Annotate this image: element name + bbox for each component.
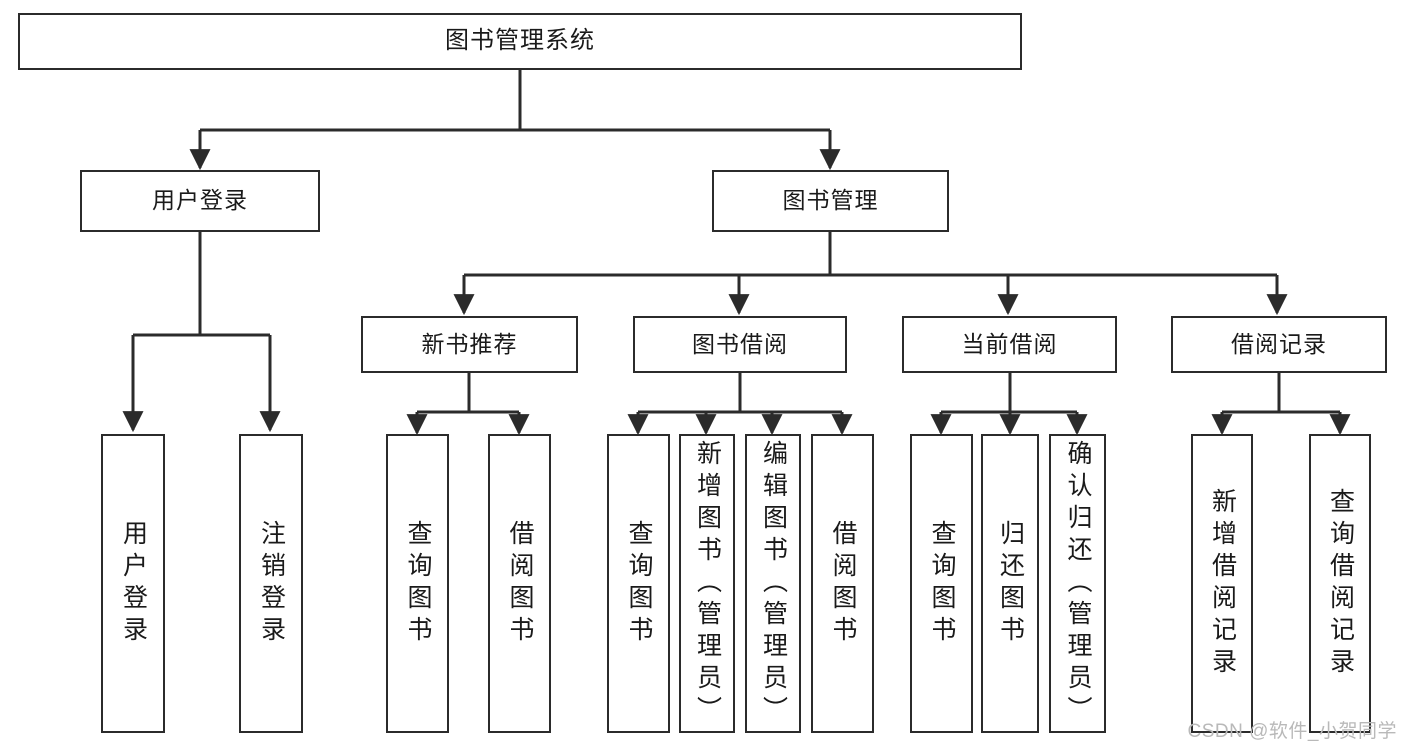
leaf-query-book-current[interactable]: 查询图书: [910, 434, 973, 733]
node-book-management[interactable]: 图书管理: [712, 170, 949, 232]
node-label: 借阅图书: [829, 519, 857, 648]
node-label: 图书管理系统: [445, 27, 595, 55]
leaf-user-login[interactable]: 用户登录: [101, 434, 165, 733]
node-label: 编辑图书（管理员）: [759, 439, 788, 728]
leaf-add-book-admin[interactable]: 新增图书（管理员）: [679, 434, 735, 733]
csdn-watermark: CSDN @软件_小贺同学: [1187, 721, 1397, 742]
node-label: 用户登录: [152, 187, 248, 214]
node-current-borrow[interactable]: 当前借阅: [902, 316, 1117, 373]
leaf-borrow-book[interactable]: 借阅图书: [811, 434, 874, 733]
node-label: 查询借阅记录: [1326, 487, 1355, 680]
node-root-book-management-system[interactable]: 图书管理系统: [18, 13, 1022, 70]
node-label: 确认归还（管理员）: [1064, 439, 1092, 728]
node-label: 借阅记录: [1231, 330, 1327, 357]
node-label: 查询图书: [404, 519, 432, 648]
node-label: 用户登录: [119, 519, 148, 648]
leaf-edit-book-admin[interactable]: 编辑图书（管理员）: [745, 434, 801, 733]
node-label: 借阅图书: [506, 519, 534, 648]
leaf-add-borrow-record[interactable]: 新增借阅记录: [1191, 434, 1253, 733]
node-label: 查询图书: [928, 519, 956, 648]
node-label: 新书推荐: [421, 330, 518, 357]
leaf-user-logout[interactable]: 注销登录: [239, 434, 303, 733]
node-user-login[interactable]: 用户登录: [80, 170, 320, 232]
leaf-query-book-recommend[interactable]: 查询图书: [386, 434, 449, 733]
leaf-query-borrow-record[interactable]: 查询借阅记录: [1309, 434, 1371, 733]
leaf-confirm-return-admin[interactable]: 确认归还（管理员）: [1049, 434, 1106, 733]
node-label: 图书管理: [782, 187, 879, 214]
node-label: 图书借阅: [692, 330, 788, 357]
node-book-borrow[interactable]: 图书借阅: [633, 316, 847, 373]
leaf-return-book[interactable]: 归还图书: [981, 434, 1039, 733]
node-borrow-record[interactable]: 借阅记录: [1171, 316, 1387, 373]
node-label: 查询图书: [625, 519, 653, 648]
node-label: 新增借阅记录: [1208, 487, 1237, 680]
leaf-borrow-book-recommend[interactable]: 借阅图书: [488, 434, 551, 733]
node-label: 当前借阅: [961, 330, 1058, 357]
node-new-book-recommend[interactable]: 新书推荐: [361, 316, 578, 373]
node-label: 归还图书: [996, 519, 1025, 648]
node-label: 新增图书（管理员）: [693, 439, 722, 728]
node-label: 注销登录: [257, 519, 286, 648]
leaf-query-book-borrow[interactable]: 查询图书: [607, 434, 670, 733]
